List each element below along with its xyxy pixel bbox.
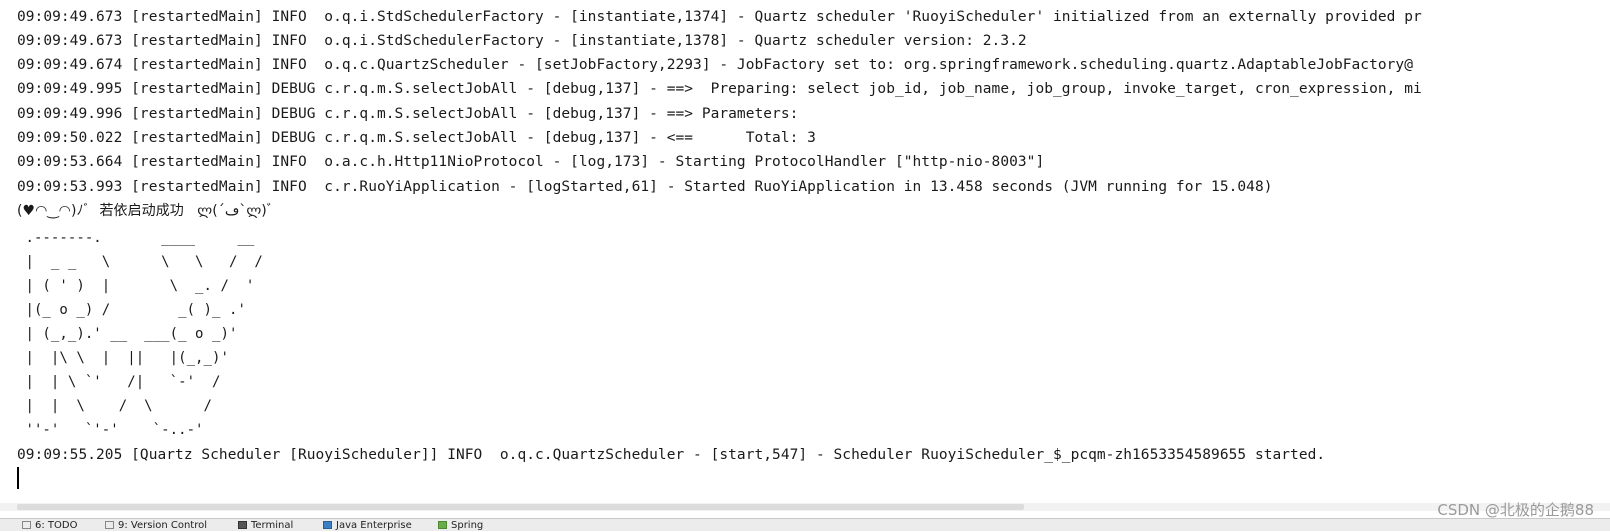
ascii-art-line: ''-' `'-' `-..-' xyxy=(17,422,204,438)
ascii-art-line: | | \ / \ / xyxy=(17,398,213,414)
tool-window-bar: 6: TODO 9: Version Control Terminal Java… xyxy=(0,518,1610,531)
log-line: 09:09:49.996 [restartedMain] DEBUG c.r.q… xyxy=(17,106,808,122)
log-line: 09:09:55.205 [Quartz Scheduler [RuoyiSch… xyxy=(17,447,1326,463)
tool-window-terminal[interactable]: Terminal xyxy=(238,520,293,532)
watermark: CSDN @北极的企鹅88 xyxy=(1437,501,1594,519)
log-line: 09:09:50.022 [restartedMain] DEBUG c.r.q… xyxy=(17,130,816,146)
log-line: 09:09:49.673 [restartedMain] INFO o.q.i.… xyxy=(17,33,1027,49)
horizontal-scrollbar[interactable] xyxy=(0,503,1610,511)
tool-window-todo[interactable]: 6: TODO xyxy=(22,520,77,532)
spring-leaf-icon xyxy=(438,521,447,529)
ascii-art-line: | _ _ \ \ \ / / xyxy=(17,254,263,270)
ascii-art-line: .-------. ____ __ xyxy=(17,230,255,246)
run-console[interactable]: 09:09:49.673 [restartedMain] INFO o.q.i.… xyxy=(0,0,1610,500)
scrollbar-thumb[interactable] xyxy=(17,504,1024,510)
version-control-icon xyxy=(105,521,114,529)
todo-icon xyxy=(22,521,31,529)
log-line: 09:09:53.664 [restartedMain] INFO o.a.c.… xyxy=(17,154,1045,170)
log-line: 09:09:49.673 [restartedMain] INFO o.q.i.… xyxy=(17,9,1422,25)
startup-banner: (♥◠‿◠)ﾉﾞ 若依启动成功 ლ(´ڡ`ლ)ﾞ xyxy=(17,203,274,219)
terminal-icon xyxy=(238,521,247,529)
log-line: 09:09:53.993 [restartedMain] INFO c.r.Ru… xyxy=(17,179,1273,195)
tool-window-java-enterprise[interactable]: Java Enterprise xyxy=(323,520,412,532)
ascii-art-line: |(_ o _) / _( )_ .' xyxy=(17,302,246,318)
ascii-art-line: | ( ' ) | \ _. / ' xyxy=(17,278,255,294)
log-line: 09:09:49.674 [restartedMain] INFO o.q.c.… xyxy=(17,57,1413,73)
tool-window-version-control[interactable]: 9: Version Control xyxy=(105,520,207,532)
log-line: 09:09:49.995 [restartedMain] DEBUG c.r.q… xyxy=(17,81,1422,97)
ascii-art-line: | (_,_).' __ ___(_ o _)' xyxy=(17,326,238,342)
ascii-art-line: | |\ \ | || |(_,_)' xyxy=(17,350,229,366)
ascii-art-line: | | \ `' /| `-' / xyxy=(17,374,221,390)
text-caret xyxy=(17,467,19,489)
java-enterprise-icon xyxy=(323,521,332,529)
tool-window-spring[interactable]: Spring xyxy=(438,520,483,532)
